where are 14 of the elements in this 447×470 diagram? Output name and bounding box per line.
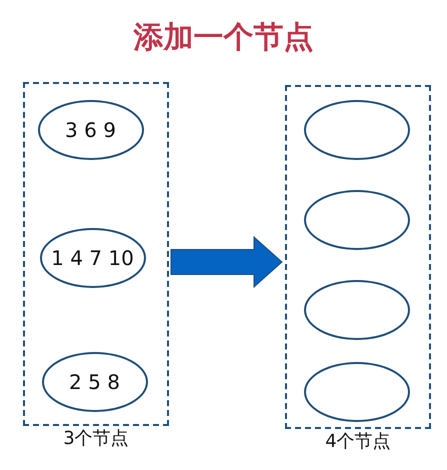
group-caption: 3个节点 [63,427,129,450]
node-values: 1 4 7 10 [51,246,134,270]
empty-node-ellipse [304,362,410,422]
block-arrow [170,236,283,288]
group-caption: 4个节点 [325,430,391,453]
diagram-title: 添加一个节点 [132,19,314,57]
empty-node-ellipse [304,100,410,160]
node-values: 3 6 9 [65,118,116,142]
node-values: 2 5 8 [69,370,120,394]
empty-node-ellipse [304,190,410,250]
node-ellipse [38,100,144,160]
node-ellipse [40,228,146,288]
node-ellipse [42,352,148,412]
empty-node-ellipse [304,280,410,340]
